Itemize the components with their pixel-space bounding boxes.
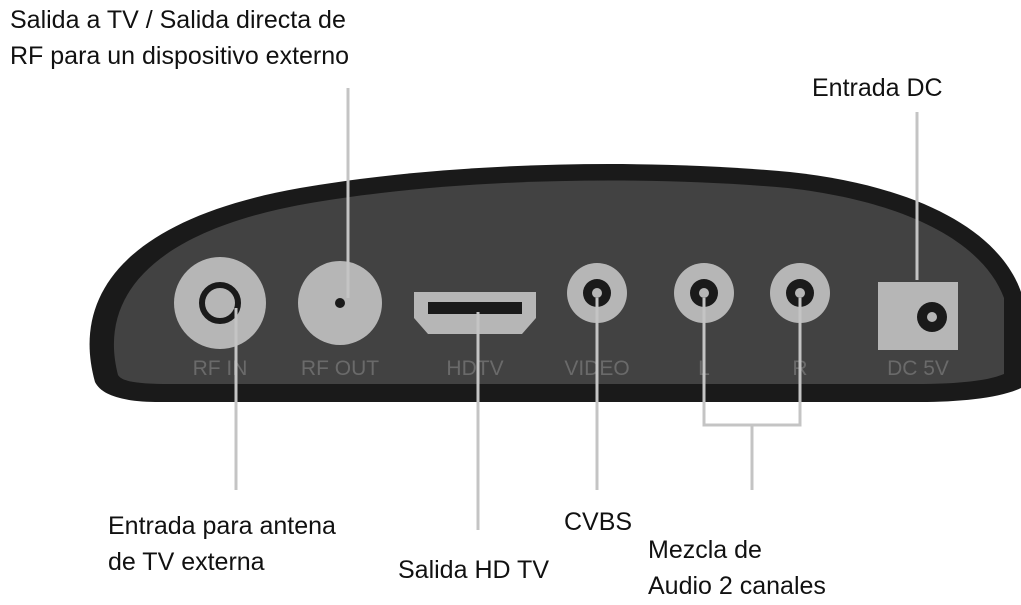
callout-audio-line1: Mezcla de: [648, 536, 762, 564]
label-rf-in: RF IN: [193, 357, 248, 380]
callout-dc-in: Entrada DC: [812, 70, 943, 106]
label-hdtv: HDTV: [446, 357, 503, 380]
callout-antenna: Entrada para antena de TV externa: [108, 508, 336, 580]
leader-audio: [702, 298, 802, 490]
callout-antenna-line1: Entrada para antena: [108, 512, 336, 540]
label-rf-out: RF OUT: [301, 357, 379, 380]
callout-antenna-line2: de TV externa: [108, 548, 265, 576]
callout-dc-in-text: Entrada DC: [812, 74, 943, 102]
audio-l-rca-port: [674, 263, 734, 323]
callout-audio-line2: Audio 2 canales: [648, 572, 826, 600]
callout-tv-out-line1: Salida a TV / Salida directa de: [10, 6, 346, 34]
callout-hd-out-text: Salida HD TV: [398, 556, 549, 584]
callout-cvbs: CVBS: [564, 504, 632, 540]
rf-out-port: [298, 261, 382, 345]
dc-power-port: [878, 282, 958, 350]
video-rca-port: [567, 263, 627, 323]
callout-tv-out-line2: RF para un dispositivo externo: [10, 42, 350, 70]
callout-audio: Mezcla de Audio 2 canales: [648, 532, 826, 604]
rf-in-port: [174, 257, 266, 349]
callout-hd-out: Salida HD TV: [398, 552, 549, 588]
hdmi-port: [414, 292, 536, 334]
callout-tv-out: Salida a TV / Salida directa de RF para …: [10, 2, 349, 74]
label-dc-5v: DC 5V: [887, 357, 949, 380]
audio-r-rca-port: [770, 263, 830, 323]
callout-cvbs-text: CVBS: [564, 508, 633, 536]
